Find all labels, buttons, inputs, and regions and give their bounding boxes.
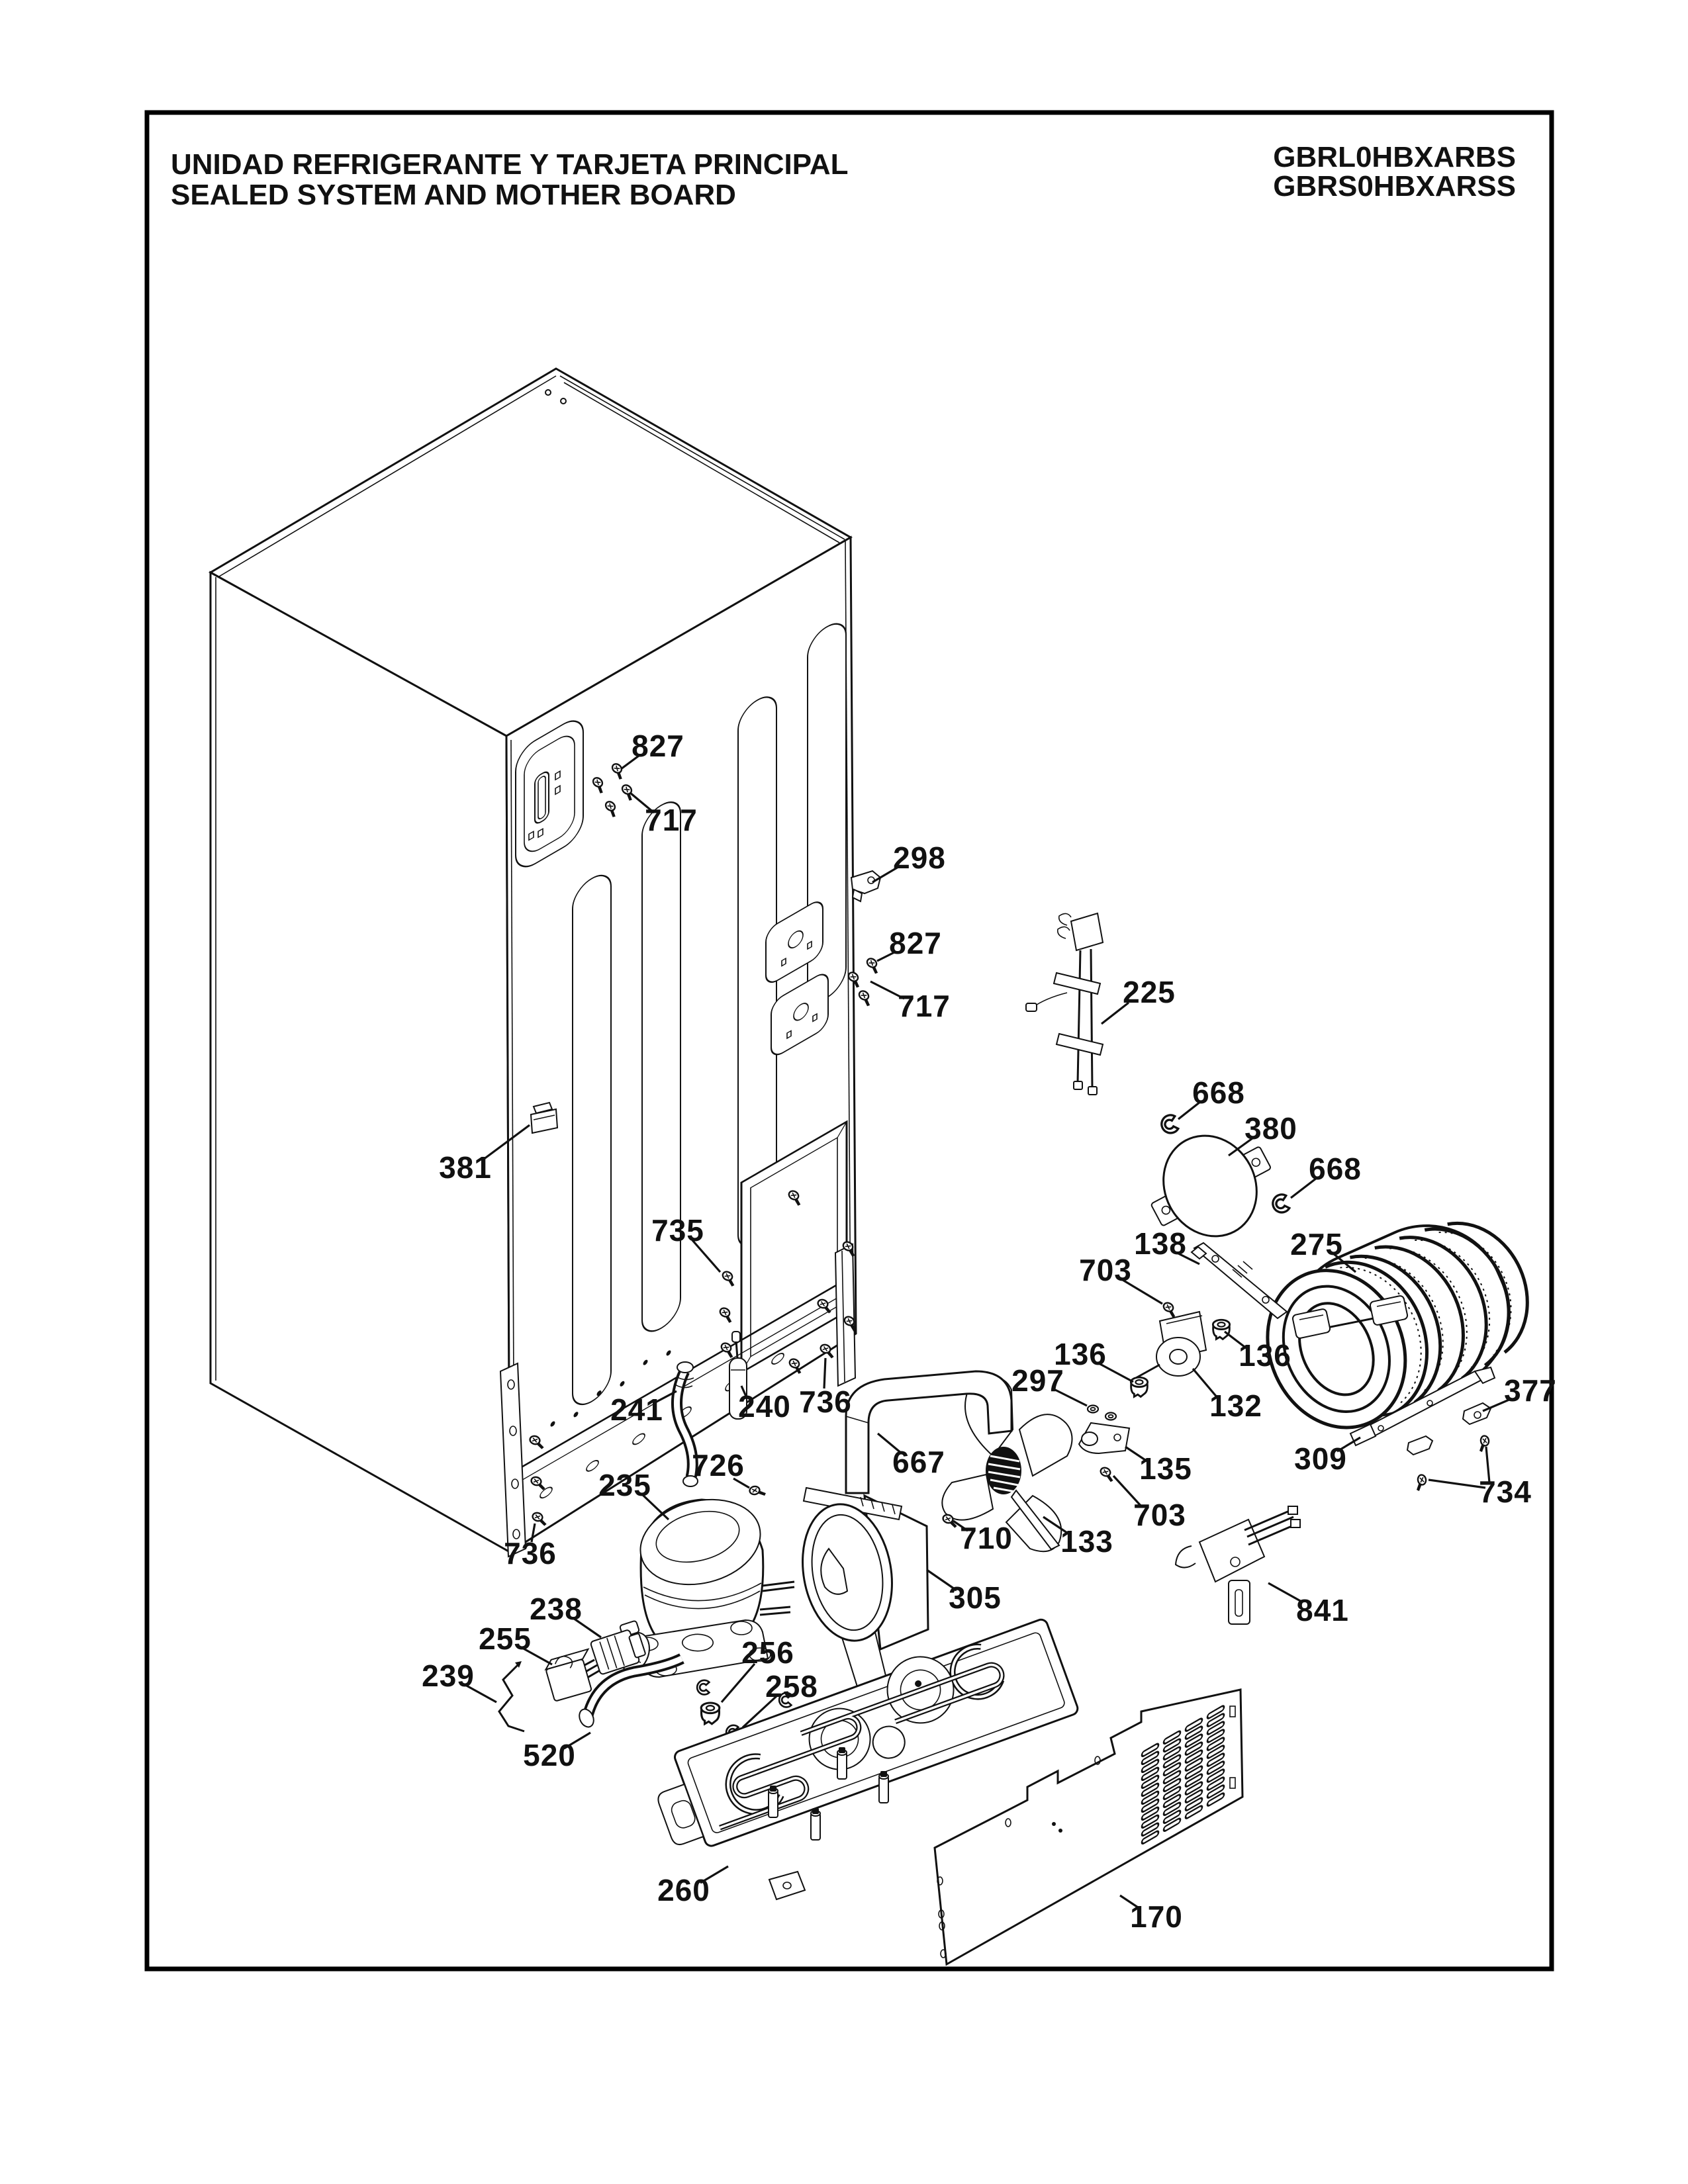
right-bottom-rail [834,1243,857,1387]
callout-667: 667 [892,1445,945,1479]
callout-241: 241 [610,1392,663,1427]
condenser-coil-275 [1266,1221,1529,1430]
page-title-spanish: UNIDAD REFRIGERANTE Y TARJETA PRINCIPAL [171,148,848,181]
callout-305: 305 [949,1580,1002,1615]
nut-297-b [1104,1412,1117,1421]
callout-309: 309 [1294,1441,1347,1476]
nut-297-a [1086,1404,1100,1414]
wire-harness-225 [1025,912,1104,1095]
callout-225: 225 [1123,975,1176,1009]
left-bottom-flange [499,1362,527,1558]
coil-mounting-straps [1291,1295,1409,1339]
shroud-handle-667 [845,1370,1013,1494]
callout-238: 238 [530,1592,583,1626]
callout-255: 255 [479,1621,532,1656]
tube-clip-381 [530,1101,559,1134]
callout-133: 133 [1060,1524,1113,1559]
bracket-strip-138 [1190,1242,1288,1320]
callout-136-left: 136 [1054,1337,1107,1371]
callout-734: 734 [1479,1475,1532,1509]
grommet-136-right [1211,1318,1231,1340]
callout-298: 298 [893,841,946,875]
callout-736-right: 736 [799,1385,852,1419]
embossed-square-2 [771,974,829,1056]
callout-297: 297 [1011,1363,1064,1398]
callout-380: 380 [1244,1111,1297,1146]
callout-170: 170 [1130,1899,1183,1934]
clip-734 [1406,1435,1434,1456]
grommet-136-left [1129,1376,1149,1398]
clip-377 [1462,1402,1492,1426]
model-number-2: GBRS0HBXARSS [1273,170,1516,203]
callout-841: 841 [1296,1593,1349,1627]
grommet-256-a [700,1702,721,1725]
drain-hose-520 [579,1653,684,1728]
callout-258: 258 [765,1669,818,1704]
cabinet-left-panel [209,570,511,1554]
mother-board-bracket-841 [1174,1506,1301,1625]
callout-703-b: 703 [1133,1498,1186,1532]
vent-slot [534,771,549,824]
embossed-oval-2 [641,801,681,1332]
callout-735: 735 [651,1213,704,1248]
drain-tube-241 [671,1361,698,1487]
motor-bracket-135 [1078,1422,1131,1455]
callout-239: 239 [422,1659,475,1693]
refrigerator-cabinet [208,367,862,1558]
pan-pins [768,1747,889,1841]
callout-132: 132 [1209,1388,1262,1423]
callout-235: 235 [598,1468,651,1502]
callout-275: 275 [1290,1227,1343,1261]
machine-compartment-recess [740,1120,848,1375]
callout-717-top: 717 [645,803,698,837]
mother-board-cover-170 [933,1688,1244,1966]
capacitor-255 [544,1648,592,1702]
callout-703-a: 703 [1079,1253,1132,1287]
relay-238 [590,1629,646,1675]
fan-motor-132 [1135,1310,1207,1379]
callout-138: 138 [1134,1226,1187,1261]
callout-256: 256 [741,1635,794,1670]
callout-827-mid: 827 [889,926,942,960]
drain-pan-260 [657,1618,1079,1901]
embossed-square-1 [765,901,823,983]
page-title-english: SEALED SYSTEM AND MOTHER BOARD [171,179,736,211]
pan-mount-tab [768,1870,806,1901]
model-number-1: GBRL0HBXARBS [1273,141,1516,173]
callout-260: 260 [657,1873,710,1907]
callout-377: 377 [1504,1373,1557,1408]
drier-filter-240 [729,1331,747,1420]
cover-vent-slots [1141,1705,1225,1845]
callout-710: 710 [960,1521,1013,1555]
callout-668-a: 668 [1192,1075,1245,1110]
perforation-dots [550,1350,671,1427]
callout-717-mid: 717 [898,989,951,1023]
callout-726: 726 [692,1448,745,1482]
back-panel-embossing [506,623,848,1499]
callout-520: 520 [523,1738,576,1772]
fan-shroud-305 [802,1486,929,1694]
leader-lines [465,754,1511,1910]
callout-labels: 827 717 298 827 717 225 668 380 668 275 … [422,729,1557,1934]
callout-135: 135 [1139,1451,1192,1486]
cover-plate-380 [1150,1134,1271,1238]
wire-clip-239 [498,1661,525,1733]
bracket-298 [850,870,882,903]
callout-668-b: 668 [1309,1152,1362,1186]
callout-136-right: 136 [1239,1338,1291,1373]
callout-240: 240 [738,1389,791,1424]
callout-381: 381 [439,1150,492,1185]
callout-736-left: 736 [504,1536,557,1570]
embossed-oval-1 [572,874,612,1406]
callout-827-top: 827 [632,729,684,763]
